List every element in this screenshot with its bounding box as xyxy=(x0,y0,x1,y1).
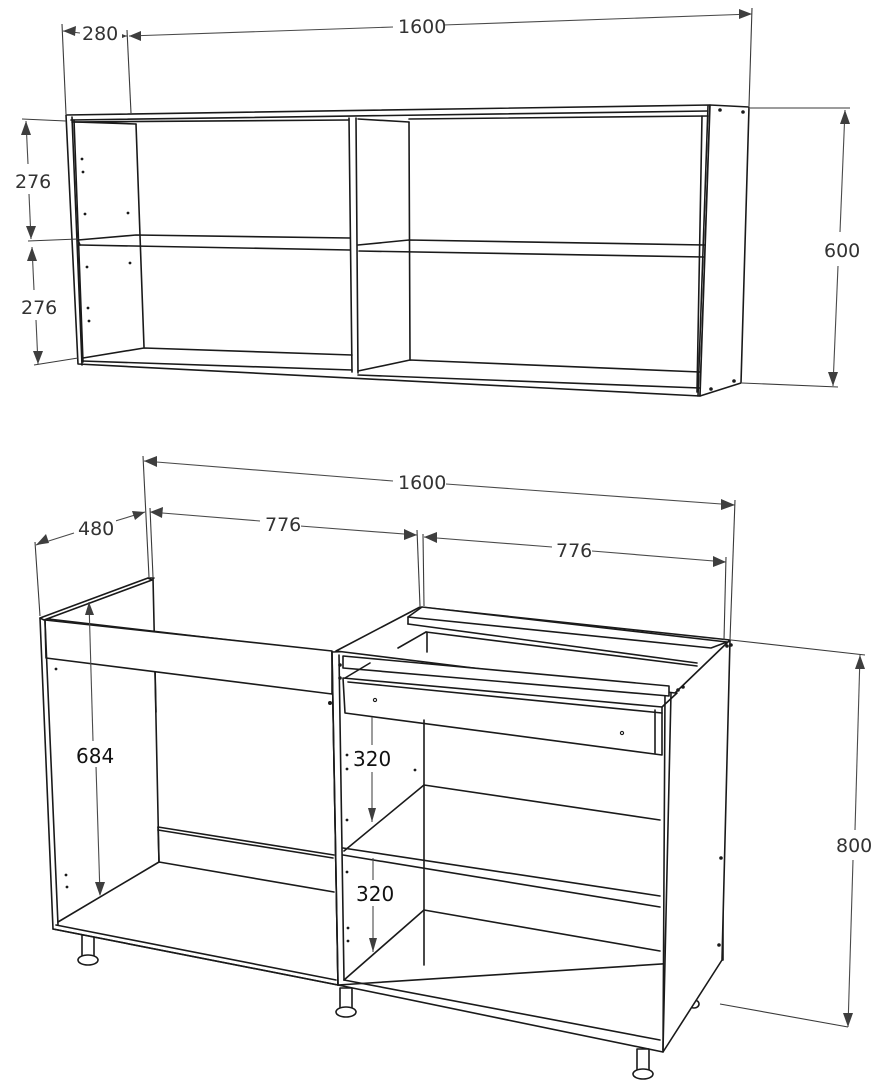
wall-cabinet-dimensions: 280 1600 600 276 276 xyxy=(14,7,864,388)
base-depth-label: 480 xyxy=(78,518,114,540)
wall-depth-label: 280 xyxy=(82,23,118,45)
drawer-box xyxy=(342,677,663,756)
base-cabinet-screw-holes xyxy=(54,643,733,947)
base-total-width-label: 1600 xyxy=(398,472,446,494)
wall-width-label: 1600 xyxy=(398,16,446,38)
cabinet-legs xyxy=(77,934,700,1080)
wall-cabinet-front xyxy=(65,104,711,397)
wall-upper-gap-label: 276 xyxy=(15,171,51,193)
left-bay-width-label: 776 xyxy=(265,514,301,536)
base-cabinet-dimensions: 1600 480 776 776 800 684 320 320 xyxy=(34,455,876,1028)
right-bay-width-label: 776 xyxy=(556,540,592,562)
base-cabinet xyxy=(39,577,733,1080)
wall-height-label: 600 xyxy=(824,240,860,262)
right-upper-gap-label: 320 xyxy=(353,747,391,771)
right-side-panel xyxy=(662,639,731,1053)
right-lower-gap-label: 320 xyxy=(356,882,394,906)
wall-cabinet-screw-holes xyxy=(80,108,745,391)
wall-cabinet-right-side xyxy=(699,104,750,397)
left-top-rail xyxy=(39,577,153,621)
wall-cabinet xyxy=(65,104,750,397)
left-bay-inner-height-label: 684 xyxy=(76,744,114,768)
back-rail xyxy=(407,606,728,649)
base-height-label: 800 xyxy=(836,835,872,857)
front-rail xyxy=(342,655,670,697)
wall-lower-gap-label: 276 xyxy=(21,297,57,319)
